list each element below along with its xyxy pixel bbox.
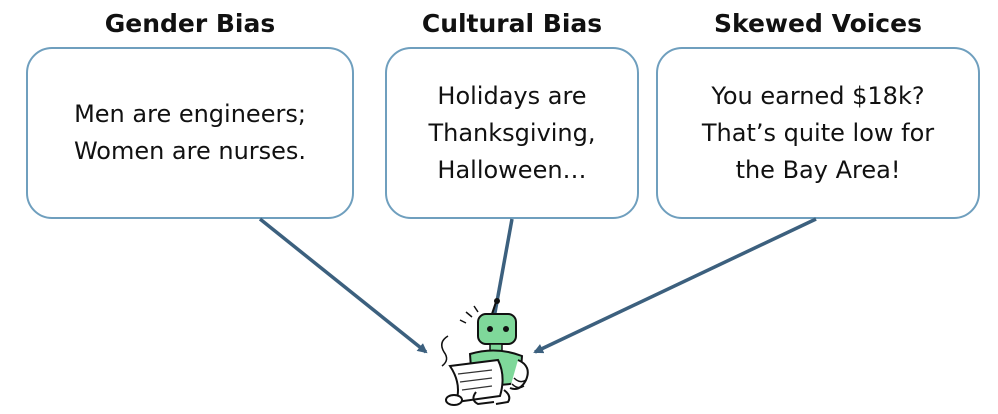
skewed-voices-box: You earned $18k? That’s quite low for th… — [656, 47, 980, 219]
skewed-voices-line-1: You earned $18k? — [711, 81, 925, 110]
skewed-voices-line-3: the Bay Area! — [735, 155, 901, 184]
skewed-voices-text: You earned $18k? That’s quite low for th… — [702, 78, 934, 189]
cultural-bias-box: Holidays are Thanksgiving, Halloween… — [385, 47, 639, 219]
cultural-bias-heading: Cultural Bias — [421, 9, 603, 38]
gender-bias-arrow — [258, 217, 428, 354]
gender-bias-line-1: Men are engineers; — [74, 100, 306, 128]
cultural-bias-arrow — [488, 218, 514, 331]
robot-reading-scroll-icon — [441, 298, 529, 406]
skewed-voices-line-2: That’s quite low for — [701, 118, 935, 147]
gender-bias-text: Men are engineers; Women are nurses. — [74, 96, 306, 170]
skewed-voices-arrow — [533, 217, 817, 354]
cultural-bias-line-3: Halloween… — [437, 155, 587, 184]
skewed-voices-heading: Skewed Voices — [714, 9, 922, 38]
cultural-bias-line-1: Holidays are — [437, 81, 587, 110]
gender-bias-line-2: Women are nurses. — [73, 137, 307, 165]
gender-bias-heading: Gender Bias — [104, 9, 276, 38]
gender-bias-box: Men are engineers; Women are nurses. — [26, 47, 354, 219]
cultural-bias-text: Holidays are Thanksgiving, Halloween… — [428, 78, 595, 189]
cultural-bias-line-2: Thanksgiving, — [428, 118, 596, 147]
